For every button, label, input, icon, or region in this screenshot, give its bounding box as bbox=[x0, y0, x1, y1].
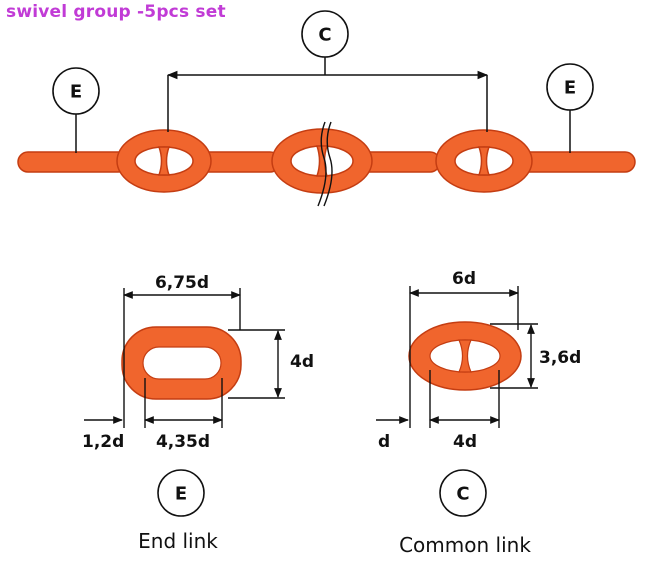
end-link-caption: End link bbox=[138, 529, 218, 553]
dimension-c bbox=[166, 56, 489, 132]
marker-c-bottom-label: C bbox=[456, 484, 469, 505]
common-link-caption: Common link bbox=[399, 533, 531, 557]
marker-e-right: E bbox=[546, 63, 594, 153]
common-link-inner-label: 4d bbox=[453, 432, 477, 452]
chain-assembly bbox=[17, 128, 636, 194]
end-link-material-label: 1,2d bbox=[82, 432, 124, 452]
marker-c-top: C bbox=[301, 10, 349, 58]
marker-c-top-label: C bbox=[318, 25, 331, 46]
end-link-length-label: 6,75d bbox=[155, 273, 209, 293]
marker-e-left-label: E bbox=[70, 82, 82, 103]
break-lines bbox=[317, 121, 333, 207]
common-link-2 bbox=[271, 128, 373, 194]
end-link-left bbox=[17, 151, 129, 173]
common-link-1 bbox=[116, 129, 212, 193]
common-link-length-label: 6d bbox=[452, 269, 476, 289]
common-link-detail: 6d 3,6d d 4d bbox=[376, 269, 581, 452]
diagram-title: swivel group -5pcs set bbox=[6, 2, 226, 22]
marker-e-bottom: E bbox=[157, 469, 205, 517]
common-link-height-label: 3,6d bbox=[539, 348, 581, 368]
end-link-inner-label: 4,35d bbox=[156, 432, 210, 452]
marker-e-left: E bbox=[52, 67, 100, 153]
common-link-material-label: d bbox=[378, 432, 390, 452]
common-link-stud bbox=[458, 339, 472, 373]
marker-e-right-label: E bbox=[564, 78, 576, 99]
end-link-detail: 6,75d 4d 1,2d 4,35d bbox=[82, 273, 314, 452]
end-link-height-label: 4d bbox=[290, 352, 314, 372]
marker-c-bottom: C bbox=[439, 469, 487, 517]
marker-e-bottom-label: E bbox=[175, 484, 187, 505]
end-link-hole bbox=[142, 346, 222, 380]
common-link-3 bbox=[435, 129, 533, 193]
